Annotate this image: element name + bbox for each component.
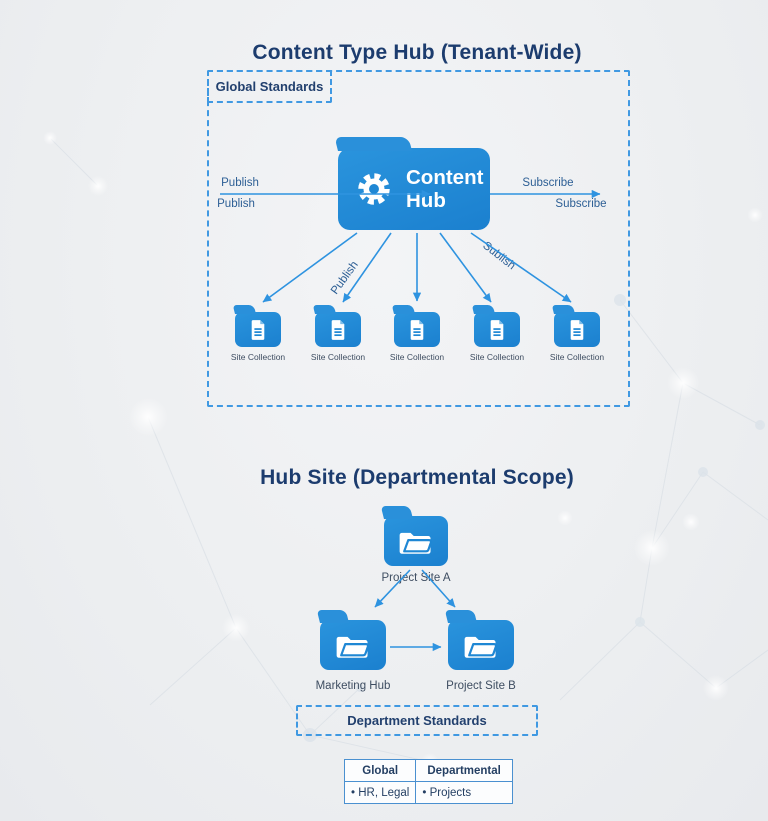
site-collection-label-5: Site Collection bbox=[549, 352, 605, 362]
site-collection-label-4: Site Collection bbox=[469, 352, 525, 362]
site-collection-node-3 bbox=[394, 312, 440, 347]
site-collection-label-3: Site Collection bbox=[389, 352, 445, 362]
table-header-departmental: Departmental bbox=[415, 759, 513, 782]
table-row: • HR, Legal • Projects bbox=[343, 781, 513, 804]
gear-icon bbox=[353, 168, 395, 210]
open-folder-icon bbox=[333, 630, 373, 661]
content-hub-node: Content Hub bbox=[338, 148, 490, 230]
content-hub-label-line1: Content bbox=[406, 166, 484, 189]
open-folder-icon bbox=[396, 526, 436, 557]
marketing-hub-label: Marketing Hub bbox=[315, 680, 391, 692]
standards-table: Global Departmental • HR, Legal • Projec… bbox=[343, 759, 513, 804]
project-site-a-node bbox=[384, 516, 448, 566]
document-icon bbox=[568, 319, 586, 341]
document-icon bbox=[329, 319, 347, 341]
global-standards-boundary bbox=[207, 70, 630, 407]
project-site-b-label: Project Site B bbox=[446, 680, 516, 692]
global-standards-label: Global Standards bbox=[215, 79, 324, 94]
table-cell-global: • HR, Legal bbox=[343, 781, 417, 804]
section2-title: Hub Site (Departmental Scope) bbox=[260, 466, 574, 490]
publish-label-bottom: Publish bbox=[217, 198, 255, 210]
subscribe-label-bottom: Subscribe bbox=[555, 198, 607, 210]
glow-dots bbox=[43, 131, 763, 771]
site-collection-node-2 bbox=[315, 312, 361, 347]
department-standards-label: Department Standards bbox=[347, 713, 487, 728]
table-header-global: Global bbox=[343, 759, 417, 782]
project-site-a-label: Project Site A bbox=[381, 572, 451, 584]
site-collection-node-5 bbox=[554, 312, 600, 347]
project-site-b-node bbox=[448, 620, 514, 670]
open-folder-icon bbox=[461, 630, 501, 661]
table-cell-departmental: • Projects bbox=[415, 781, 513, 804]
marketing-hub-node bbox=[320, 620, 386, 670]
site-collection-node-4 bbox=[474, 312, 520, 347]
site-collection-label-2: Site Collection bbox=[310, 352, 366, 362]
global-standards-box: Global Standards bbox=[207, 70, 332, 103]
content-hub-label-line2: Hub bbox=[406, 189, 446, 212]
section1-title: Content Type Hub (Tenant-Wide) bbox=[252, 41, 582, 65]
document-icon bbox=[488, 319, 506, 341]
site-collection-label-1: Site Collection bbox=[230, 352, 286, 362]
site-collection-node-1 bbox=[235, 312, 281, 347]
publish-label-top: Publish bbox=[221, 177, 259, 189]
table-header-row: Global Departmental bbox=[343, 759, 513, 782]
document-icon bbox=[408, 319, 426, 341]
document-icon bbox=[249, 319, 267, 341]
content-hub-label: Content Hub bbox=[406, 166, 483, 212]
department-standards-box: Department Standards bbox=[296, 705, 538, 736]
subscribe-label-top: Subscribe bbox=[522, 177, 574, 189]
